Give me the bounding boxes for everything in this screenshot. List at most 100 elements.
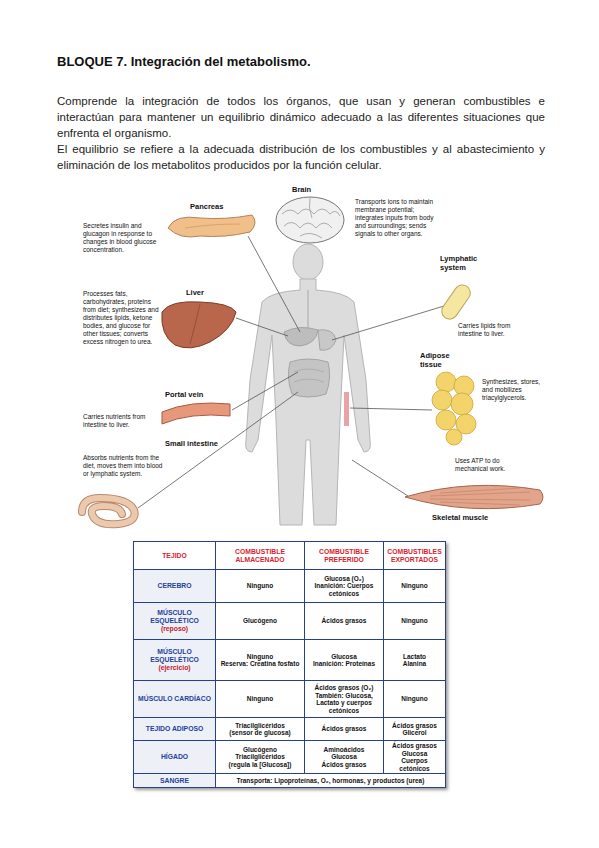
leader-line	[350, 408, 432, 410]
table-cell: COMBUSTIBLE PREFERIDO	[305, 542, 384, 570]
table-cell-text: Ácidos grasos	[386, 722, 443, 730]
brain-folds	[282, 198, 340, 238]
table-cell-text: Ninguno	[218, 653, 302, 661]
body-liver	[284, 327, 318, 346]
table-cell-text: MÚSCULO ESQUELÉTICO	[136, 609, 213, 625]
table-body: TEJIDOCOMBUSTIBLE ALMACENADOCOMBUSTIBLE …	[134, 542, 446, 788]
adipose-cell	[451, 393, 473, 415]
table-cell-text: Aminoácidos	[307, 746, 381, 754]
leader-lines	[138, 236, 444, 508]
table-cell: COMBUSTIBLES EXPORTADOS	[384, 542, 446, 570]
table-cell: Ácidos grasos	[305, 603, 384, 640]
table-cell-text: Glucógeno	[218, 617, 302, 625]
table-cell: MÚSCULO CARDÍACO	[134, 681, 216, 718]
leader-line	[332, 306, 444, 340]
leader-line	[232, 372, 298, 410]
table-cell: GlucógenoTriacilglicéridos(regula la [Gl…	[216, 741, 305, 774]
pancreas-drawing	[168, 215, 255, 237]
brain-drawing	[276, 197, 344, 243]
table-cell: Ácidos grasosGlicerol	[384, 718, 446, 741]
table-row: MÚSCULO ESQUELÉTICO(reposo)GlucógenoÁcid…	[134, 603, 446, 640]
portal-vein-drawing	[162, 403, 230, 424]
table-cell-text: Ácidos grasos	[307, 617, 381, 625]
table-cell-text: MÚSCULO CARDÍACO	[136, 695, 213, 703]
table-cell: HÍGADO	[134, 741, 216, 774]
table-cell-text: Glicerol	[386, 729, 443, 737]
table-cell: Ninguno	[216, 570, 305, 603]
table-cell: TEJIDO ADIPOSO	[134, 718, 216, 741]
table-cell-text: Triacilglicéridos	[218, 722, 302, 730]
table-row: MÚSCULO ESQUELÉTICO(ejercicio)NingunoRes…	[134, 640, 446, 681]
table-cell-text: COMBUSTIBLES EXPORTADOS	[386, 548, 443, 564]
table-cell-text: (reposo)	[136, 625, 213, 633]
adipose-cell	[436, 372, 456, 392]
table-cell-text: Ácidos grasos	[307, 761, 381, 769]
table-cell: GlucosaInanición: Proteínas	[305, 640, 384, 681]
table-cell-text: (ejercicio)	[136, 664, 213, 672]
table-cell-text: Glucosa	[307, 653, 381, 661]
table-cell: Ácidos grasos (O₂)También: Glucosa, Lact…	[305, 681, 384, 718]
organ-name: Brain	[292, 186, 332, 195]
organ-name: Pancreas	[190, 203, 250, 212]
organ-note: Transports ions to maintain membrane pot…	[355, 198, 439, 238]
table-cell-text: Ninguno	[386, 695, 443, 703]
paragraph: El equilibrio se refiere a la adecuada d…	[57, 141, 545, 173]
table-cell-text: Ninguno	[218, 695, 302, 703]
organ-note: Carries lipids from intestine to liver.	[458, 322, 520, 338]
adipose-cell	[436, 410, 456, 430]
organ-note: Carries nutrients from intestine to live…	[83, 413, 157, 429]
table-cell-text: Glucosa	[386, 750, 443, 758]
liver-lobe-line	[190, 304, 200, 344]
body-vessel	[307, 290, 308, 330]
table-row: TEJIDO ADIPOSOTriacilglicéridos(sensor d…	[134, 718, 446, 741]
table-cell: MÚSCULO ESQUELÉTICO(reposo)	[134, 603, 216, 640]
table-cell-text: SANGRE	[136, 777, 213, 785]
table-cell-text: Glucógeno	[218, 746, 302, 754]
table-cell-text: Ácidos grasos (O₂)	[307, 684, 381, 692]
organ-note: Absorbs nutrients from the diet, moves t…	[83, 454, 163, 478]
pancreas-duct	[185, 224, 240, 228]
table-row: MÚSCULO CARDÍACONingunoÁcidos grasos (O₂…	[134, 681, 446, 718]
leader-line	[248, 236, 300, 332]
table-cell: Glucógeno	[216, 603, 305, 640]
leader-line	[138, 392, 298, 508]
intestine-outline	[82, 498, 135, 524]
organ-name: Lymphatic system	[440, 255, 490, 272]
organ-note: Uses ATP to do mechanical work.	[455, 457, 521, 473]
organ-name: Small intestine	[165, 440, 235, 449]
table-cell-text: COMBUSTIBLE PREFERIDO	[307, 548, 381, 564]
table-cell: COMBUSTIBLE ALMACENADO	[216, 542, 305, 570]
organ-name: Skeletal muscle	[432, 514, 512, 523]
table-cell-text: CEREBRO	[136, 582, 213, 590]
liver-drawing	[162, 302, 236, 348]
table-cell-text: HÍGADO	[136, 753, 213, 761]
table-row: CEREBRO NingunoGlucosa (O₂)Inanición: Cue…	[134, 570, 446, 603]
body-head	[293, 244, 323, 280]
table-cell-text: MÚSCULO ESQUELÉTICO	[136, 648, 213, 664]
table-cell-text: Transporta: Lipoproteínas, O₂, hormonas,…	[218, 777, 443, 785]
table-cell: Glucosa (O₂)Inanición: Cuerpos cetónicos	[305, 570, 384, 603]
intro-text: Comprende la integración de todos los ór…	[57, 93, 545, 173]
table-cell-text: (sensor de glucosa)	[218, 729, 302, 737]
table-cell: MÚSCULO ESQUELÉTICO(ejercicio)	[134, 640, 216, 681]
muscle-fibres	[430, 488, 530, 505]
table-cell: Triacilglicéridos(sensor de glucosa)	[216, 718, 305, 741]
table-cell-text: Ninguno	[218, 582, 302, 590]
paragraph: Comprende la integración de todos los ór…	[57, 93, 545, 141]
table-cell: Ninguno	[384, 681, 446, 718]
table-row: TEJIDOCOMBUSTIBLE ALMACENADOCOMBUSTIBLE …	[134, 542, 446, 570]
table-cell: Ninguno	[384, 603, 446, 640]
table-cell-text: Cuerpos cetónicos	[386, 757, 443, 772]
table-cell: Ácidos grasosGlucosaCuerpos cetónicos	[384, 741, 446, 774]
table-cell-text: Glucosa	[307, 753, 381, 761]
table-cell-text: COMBUSTIBLE ALMACENADO	[218, 548, 302, 564]
adipose-drawing	[432, 372, 476, 445]
organ-note: Synthesizes, stores, and mobilizes triac…	[482, 378, 542, 402]
table-cell: Transporta: Lipoproteínas, O₂, hormonas,…	[216, 774, 446, 788]
fuel-table: TEJIDOCOMBUSTIBLE ALMACENADOCOMBUSTIBLE …	[133, 541, 446, 788]
table-cell-text: Ácidos grasos	[307, 725, 381, 733]
body-silhouette	[246, 279, 371, 525]
organ-name: Liver	[186, 289, 226, 298]
organ-note: Secretes insulin and glucagon in respons…	[83, 222, 163, 254]
